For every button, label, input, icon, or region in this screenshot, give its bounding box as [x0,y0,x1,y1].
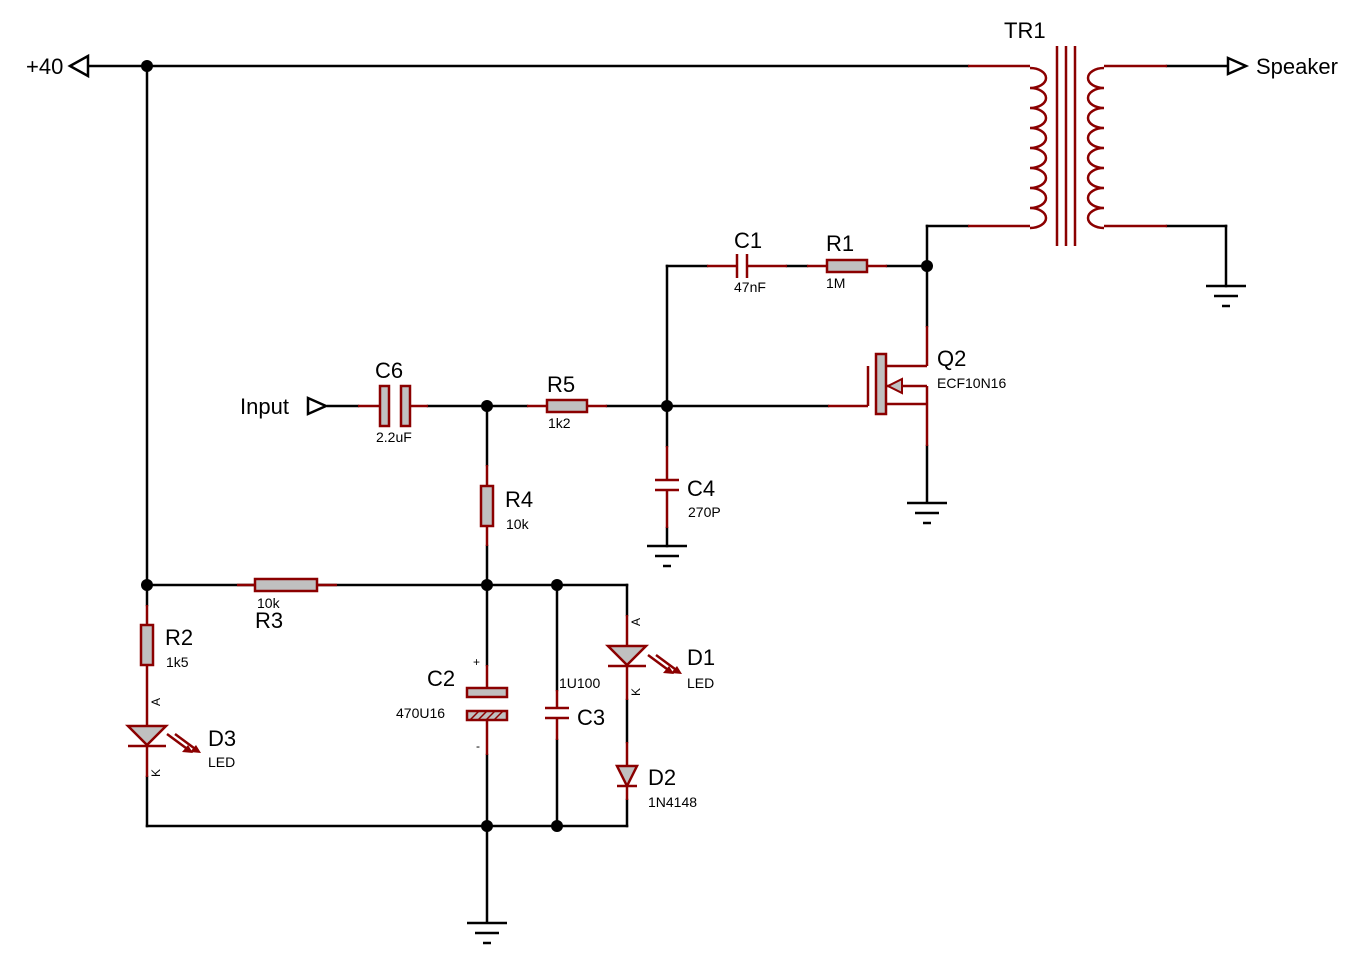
d3-ref-label: D3 [208,726,236,751]
q2-ref-label: Q2 [937,346,966,371]
r1-ref-label: R1 [826,231,854,256]
c2-hatch [469,710,480,721]
ground-main [467,921,507,945]
junction-dot [921,260,933,272]
junction-dot [551,820,563,832]
tr1-ref-label: TR1 [1004,18,1046,43]
junction-dot [661,400,673,412]
junction-dot [551,579,563,591]
r3-body [253,577,319,593]
r2-body [139,623,155,667]
r5-body [545,398,589,414]
ground-secondary [1206,284,1246,308]
ground-c4 [647,544,687,568]
supply-port-arrow-icon [67,53,90,79]
r5-ref-label: R5 [547,372,575,397]
r4-ref-label: R4 [505,487,533,512]
r3-value-label: 10k [257,595,281,611]
diode-d2: D2 1N4148 [614,742,697,810]
d3-light-arrowhead-icon [190,745,201,753]
resistor-r4: R4 10k [479,465,533,546]
capacitor-c6: C6 2.2uF [358,358,428,445]
c4-value-label: 270P [688,504,721,520]
input-port-arrow-icon [306,396,330,416]
input-port-label: Input [240,394,289,419]
supply-port-label: +40 [26,54,63,79]
d1-light-arrowhead-icon [671,666,682,674]
d1-light-arrowhead-icon [663,666,674,674]
supply-port: +40 [26,53,90,79]
d3-cathode-pin-label: K [149,769,163,777]
capacitor-c4: C4 270P [655,446,721,528]
c6-plate [378,384,391,428]
c6-ref-label: C6 [375,358,403,383]
d2-ref-label: D2 [648,765,676,790]
d1-cathode-pin-label: K [629,688,643,696]
c1-value-label: 47nF [734,279,766,295]
q2-arrow-icon [885,377,903,395]
c6-value-label: 2.2uF [376,429,412,445]
resistor-r5: R5 1k2 [527,372,607,431]
d2-value-label: 1N4148 [648,794,697,810]
c2-positive-plate [465,686,509,699]
resistor-r2: R2 1k5 [139,605,193,726]
speaker-port: Speaker [1226,54,1338,79]
r1-body [825,258,869,274]
junction-dot [481,820,493,832]
r1-value-label: 1M [826,275,845,291]
c2-plus-label: + [473,655,480,669]
c1-ref-label: C1 [734,228,762,253]
r4-body [479,484,495,528]
c2-hatch [477,710,488,721]
transformer-tr1: TR1 [968,18,1167,246]
tr1-secondary-coil-icon [1086,66,1105,230]
c2-hatch [493,710,504,721]
r2-ref-label: R2 [165,625,193,650]
capacitor-c2: + - C2 470U16 [396,655,509,755]
c2-minus-label: - [476,739,480,753]
input-port: Input [240,394,330,419]
c2-ref-label: C2 [427,666,455,691]
junctions [141,60,933,832]
speaker-port-arrow-icon [1226,56,1250,76]
q2-channel-body [874,352,888,416]
d3-triangle-icon [124,724,170,747]
c3-ref-label: C3 [577,705,605,730]
c3-value-label: 1U100 [559,675,600,691]
led-d1: A K D1 LED [604,615,715,700]
c2-hatch [485,710,496,721]
speaker-port-label: Speaker [1256,54,1338,79]
led-d3: A K D3 LED [124,698,236,777]
r5-value-label: 1k2 [548,415,571,431]
c2-value-label: 470U16 [396,705,445,721]
q2-value-label: ECF10N16 [937,375,1006,391]
d3-value-label: LED [208,754,235,770]
junction-dot [481,579,493,591]
d2-triangle-icon [614,764,640,789]
r3-ref-label: R3 [255,608,283,633]
junction-dot [141,60,153,72]
resistor-r3: 10k R3 [237,577,337,633]
capacitor-c3: 1U100 C3 [545,675,605,740]
d3-anode-pin-label: A [149,698,163,706]
r4-value-label: 10k [506,516,530,532]
junction-dot [141,579,153,591]
ground-q2-source [907,501,947,525]
resistor-r1: R1 1M [807,231,887,291]
d1-triangle-icon [604,644,650,667]
c6-plate [399,384,412,428]
c4-ref-label: C4 [687,476,715,501]
d1-anode-pin-label: A [629,618,643,626]
junction-dot [481,400,493,412]
d3-light-arrowhead-icon [182,745,193,753]
mosfet-q2: Q2 ECF10N16 [828,326,1006,446]
d1-value-label: LED [687,675,714,691]
r2-value-label: 1k5 [166,654,189,670]
capacitor-c1: C1 47nF [707,228,787,295]
d1-ref-label: D1 [687,645,715,670]
tr1-primary-coil-icon [1029,66,1048,230]
